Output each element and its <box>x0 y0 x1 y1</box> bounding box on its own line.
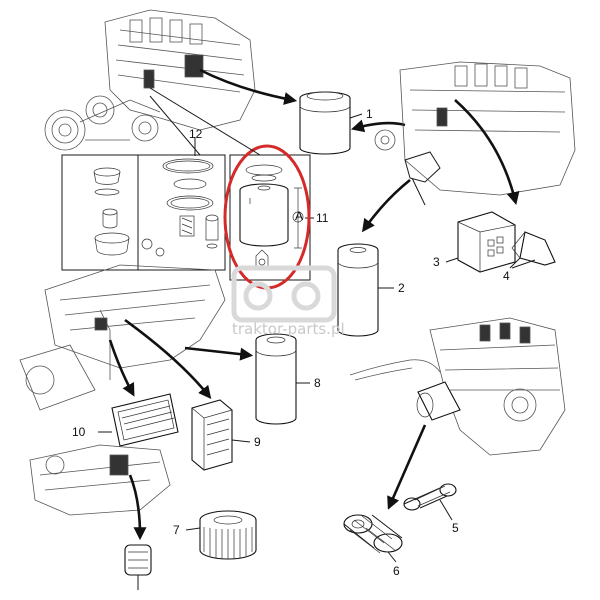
callout-2: 2 <box>398 281 405 295</box>
tractor-cab-sketch <box>19 264 226 411</box>
callout-7: 7 <box>173 523 180 537</box>
inline-fuel-filter <box>124 544 152 590</box>
callout-8: 8 <box>314 376 321 390</box>
engine-filter-unit <box>416 381 461 421</box>
engine-top-left <box>44 9 256 151</box>
leader-engine-to-inset-2 <box>149 95 201 156</box>
mounting-bracket <box>404 151 441 206</box>
callout-12: 12 <box>189 127 203 141</box>
callout-1: 1 <box>366 107 373 121</box>
watermark-logo <box>231 265 337 323</box>
inset-box-12 <box>61 154 226 271</box>
arrow-engine-to-part1 <box>199 68 298 105</box>
watermark-text: traktor-parts.pl <box>232 320 345 338</box>
part-3-square-housing <box>457 211 516 273</box>
part-1-spin-on-filter <box>299 91 351 155</box>
tractor-rear-sketch <box>29 444 171 516</box>
callout-4: 4 <box>503 269 510 283</box>
engine-top-right <box>374 61 576 196</box>
part-9-box-filter <box>191 399 233 471</box>
part-5-small-cartridge <box>403 483 457 511</box>
part-8-cylinder-filter <box>255 333 297 425</box>
leader-engine-to-inset <box>149 87 261 156</box>
part-10-panel-filter <box>111 393 179 447</box>
part-4-retaining-clip <box>511 231 556 266</box>
arrow-to-part7 <box>128 474 147 541</box>
arrow-to-part8 <box>184 346 254 361</box>
engine-lower-right <box>349 317 566 456</box>
arrow-to-part9 <box>124 318 212 400</box>
part-2-tall-filter <box>337 243 379 337</box>
callout-5: 5 <box>452 521 459 535</box>
arrow-to-part2 <box>361 178 411 233</box>
part-7-pleated-filter <box>199 510 257 560</box>
callout-6: 6 <box>393 564 400 578</box>
dimension-a: A <box>295 209 303 223</box>
callout-9: 9 <box>254 435 261 449</box>
arrow-to-part10 <box>108 339 135 397</box>
part-6-cylindrical-element <box>343 514 403 554</box>
arrow-to-part3 <box>454 99 520 206</box>
callout-10: 10 <box>72 425 86 439</box>
callout-3: 3 <box>433 255 440 269</box>
arrow-to-part6 <box>387 424 427 510</box>
callout-11: 11 <box>316 211 329 225</box>
arrow-engine2-to-part1 <box>350 119 406 133</box>
